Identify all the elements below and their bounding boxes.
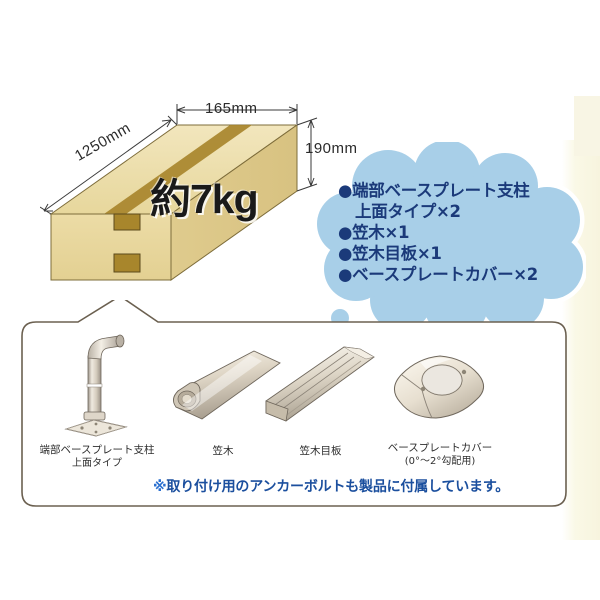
note-text: 取り付け用のアンカーボルトも製品に付属しています。 bbox=[166, 479, 510, 495]
contents-item-0-line2: 上面タイプ×2 bbox=[355, 202, 461, 221]
base-plate-cover-icon bbox=[360, 342, 520, 437]
part-item-meita: 笠木目板 bbox=[248, 345, 393, 458]
base-plate-post-icon bbox=[22, 330, 172, 440]
dimension-label-height: 190mm bbox=[305, 140, 358, 157]
part-label-cover-sub: (0°〜2°勾配用) bbox=[404, 456, 476, 467]
part-label-post-main: 端部ベースプレート支柱 bbox=[39, 444, 155, 456]
carton-weight-label: 約7kg bbox=[150, 176, 259, 222]
part-label-cover-main: ベースプレートカバー bbox=[387, 442, 493, 454]
part-label-kasagi: 笠木 bbox=[158, 445, 288, 458]
part-label-kasagi-main: 笠木 bbox=[212, 445, 234, 457]
cloud-shape-svg bbox=[316, 142, 586, 342]
contents-item-1-line1: ●笠木×1 bbox=[338, 223, 410, 242]
carton-illustration bbox=[40, 92, 370, 302]
part-item-cover: ベースプレートカバー (0°〜2°勾配用) bbox=[360, 342, 520, 468]
contents-item-3-line1: ●ベースプレートカバー×2 bbox=[338, 265, 538, 284]
anchor-bolt-note: ※取り付け用のアンカーボルトも製品に付属しています。 bbox=[153, 476, 509, 496]
part-item-post: 端部ベースプレート支柱 上面タイプ bbox=[22, 330, 172, 470]
contents-item-0-line1: ●端部ベースプレート支柱 bbox=[338, 181, 530, 200]
part-label-meita-main: 笠木目板 bbox=[299, 445, 342, 457]
parts-panel: 端部ベースプレート支柱 上面タイプ bbox=[8, 300, 580, 512]
part-label-meita: 笠木目板 bbox=[248, 445, 393, 458]
contents-cloud-callout: ●端部ベースプレート支柱 上面タイプ×2 ●笠木×1 ●笠木目板×1 ●ベースプ… bbox=[316, 142, 586, 342]
note-mark: ※ bbox=[153, 479, 167, 495]
part-label-post: 端部ベースプレート支柱 上面タイプ bbox=[22, 444, 172, 470]
contents-list: ●端部ベースプレート支柱 上面タイプ×2 ●笠木×1 ●笠木目板×1 ●ベースプ… bbox=[338, 180, 588, 285]
carton-svg bbox=[40, 104, 318, 281]
page-edge-cream-patch bbox=[574, 96, 600, 156]
part-label-cover: ベースプレートカバー (0°〜2°勾配用) bbox=[360, 442, 520, 468]
part-label-post-sub: 上面タイプ bbox=[72, 458, 122, 469]
handrail-cap-icon bbox=[158, 345, 288, 437]
contents-item-2-line1: ●笠木目板×1 bbox=[338, 244, 442, 263]
dimension-label-width: 165mm bbox=[205, 100, 258, 117]
part-item-kasagi: 笠木 bbox=[158, 345, 288, 458]
cap-joint-cover-icon bbox=[248, 345, 393, 437]
